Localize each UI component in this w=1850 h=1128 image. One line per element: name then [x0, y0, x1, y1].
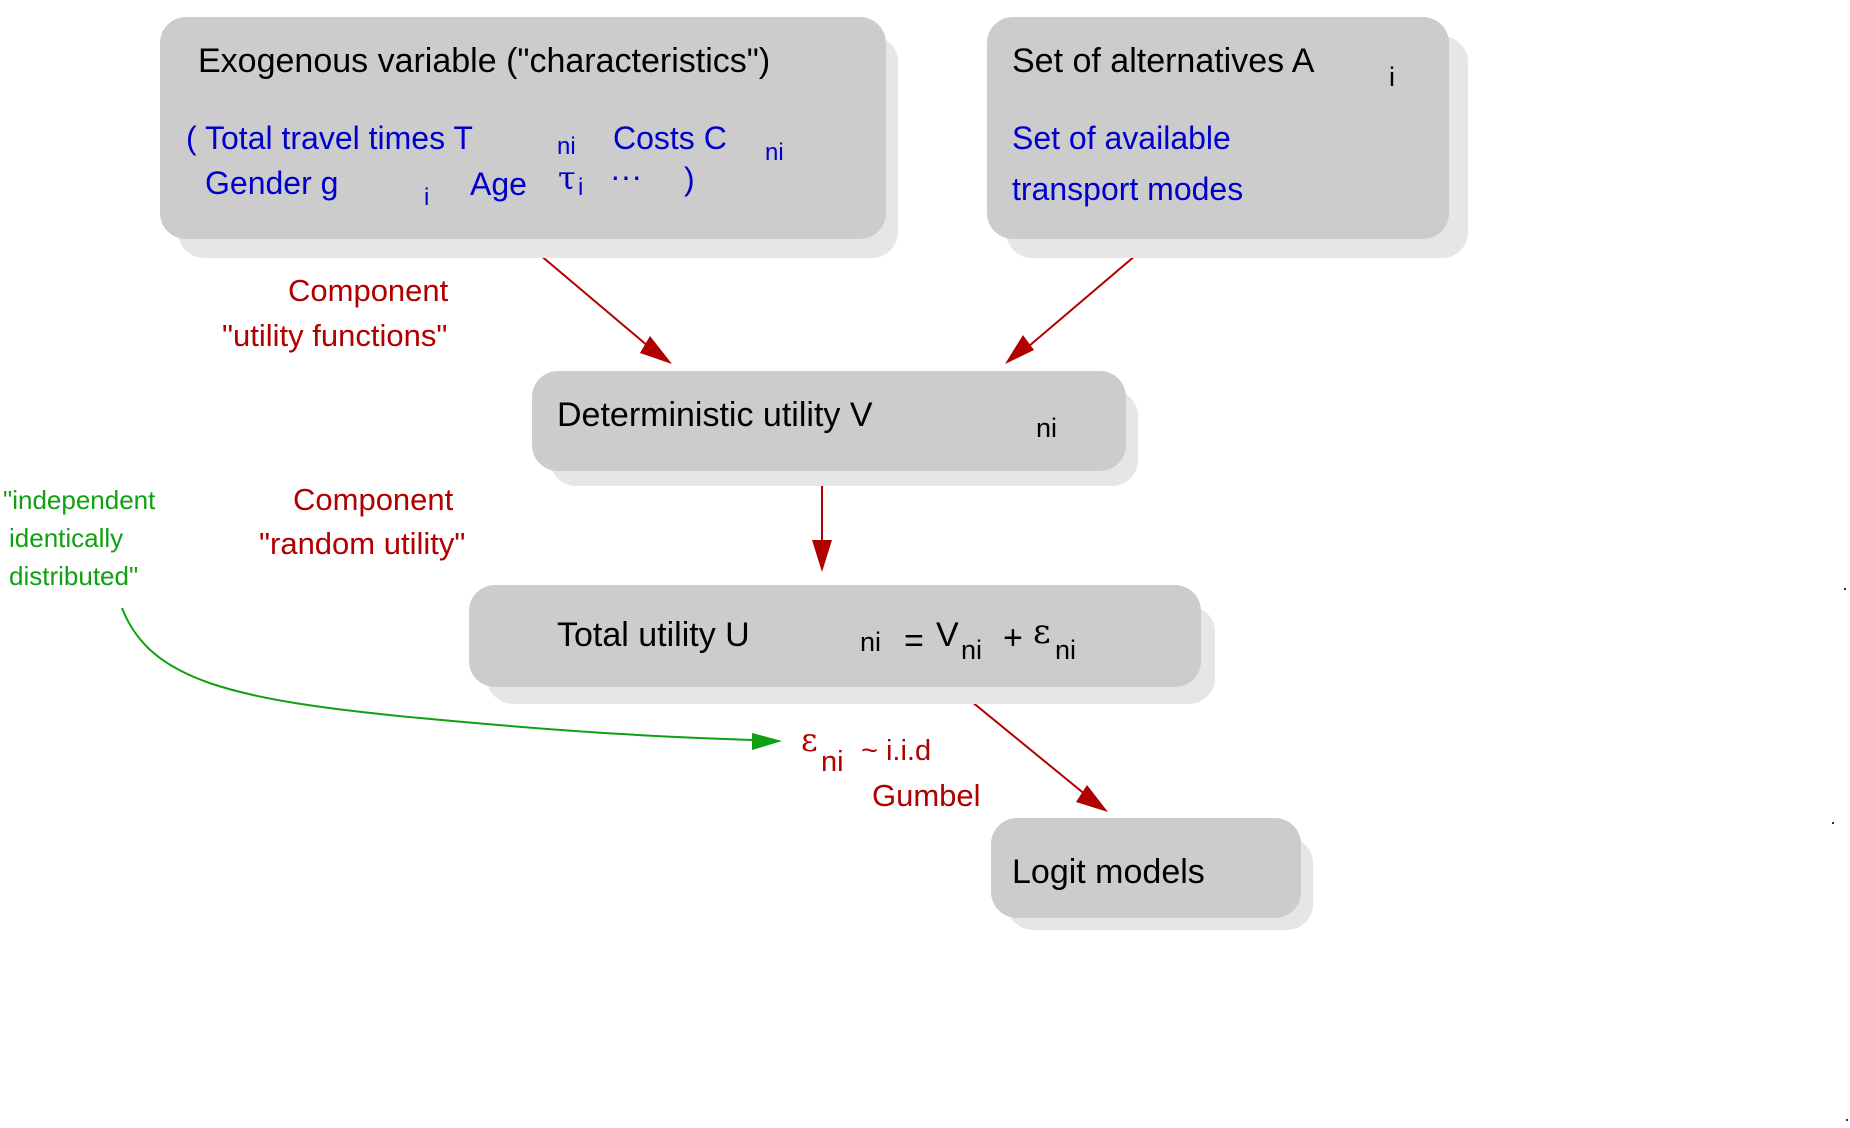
alternatives-desc-line1: Set of available	[1012, 120, 1231, 156]
iid-label-line2: identically	[9, 523, 124, 553]
eps-label-symbol: ε	[801, 721, 818, 759]
component-random-label-line2: "random utility"	[259, 526, 466, 561]
arrowhead-exogenous-to-deterministic	[640, 336, 672, 364]
tau-symbol: τ	[558, 159, 576, 197]
age-label: Age	[470, 166, 527, 202]
ellipsis: ···	[610, 158, 642, 194]
v-subscript: ni	[961, 635, 983, 665]
stray-dot	[1844, 588, 1846, 590]
plus-sign: +	[1003, 619, 1023, 657]
stray-dot	[1832, 822, 1834, 824]
v-symbol: V	[936, 616, 959, 654]
component-random-label-line1: Component	[293, 482, 454, 517]
iid-text: ~ i.i.d	[861, 735, 932, 767]
stray-dot	[1846, 1119, 1848, 1121]
iid-label-line1: "independent	[3, 485, 156, 515]
arrowhead-total-to-logit	[1076, 785, 1108, 812]
equals-sign: =	[904, 622, 924, 660]
component-utility-label-line2: "utility functions"	[222, 318, 448, 353]
costs-subscript: ni	[765, 139, 784, 166]
iid-label-line3: distributed"	[9, 561, 139, 591]
component-utility-label-line1: Component	[288, 273, 449, 308]
alternatives-subscript: i	[1389, 62, 1395, 92]
arrowhead-iid-to-epsilon	[752, 733, 782, 750]
deterministic-title: Deterministic utility V	[557, 396, 873, 434]
total-travel-times-label: Total travel times T	[205, 120, 473, 156]
deterministic-subscript: ni	[1036, 413, 1058, 443]
arrow-iid-to-epsilon	[121, 607, 753, 741]
gumbel-label: Gumbel	[872, 778, 981, 813]
arrowhead-alternatives-to-deterministic	[1005, 335, 1034, 364]
total-travel-times-subscript: ni	[557, 133, 576, 160]
total-u-subscript: ni	[860, 627, 882, 657]
gender-subscript: i	[424, 184, 430, 211]
logit-title: Logit models	[1012, 853, 1205, 891]
gender-label: Gender g	[205, 165, 339, 201]
arrowhead-deterministic-to-total	[812, 540, 832, 572]
total-title: Total utility U	[557, 616, 750, 654]
costs-label: Costs C	[613, 120, 727, 156]
epsilon-subscript: ni	[1055, 635, 1077, 665]
tau-subscript: i	[578, 174, 584, 201]
eps-label-subscript: ni	[821, 746, 844, 778]
exogenous-title: Exogenous variable ("characteristics")	[198, 42, 771, 80]
epsilon-symbol: ε	[1033, 612, 1051, 652]
open-paren: (	[186, 120, 197, 156]
arrow-total-to-logit	[954, 687, 1093, 801]
alternatives-title: Set of alternatives A	[1012, 42, 1315, 80]
close-paren: )	[684, 161, 695, 197]
alternatives-desc-line2: transport modes	[1012, 171, 1244, 207]
